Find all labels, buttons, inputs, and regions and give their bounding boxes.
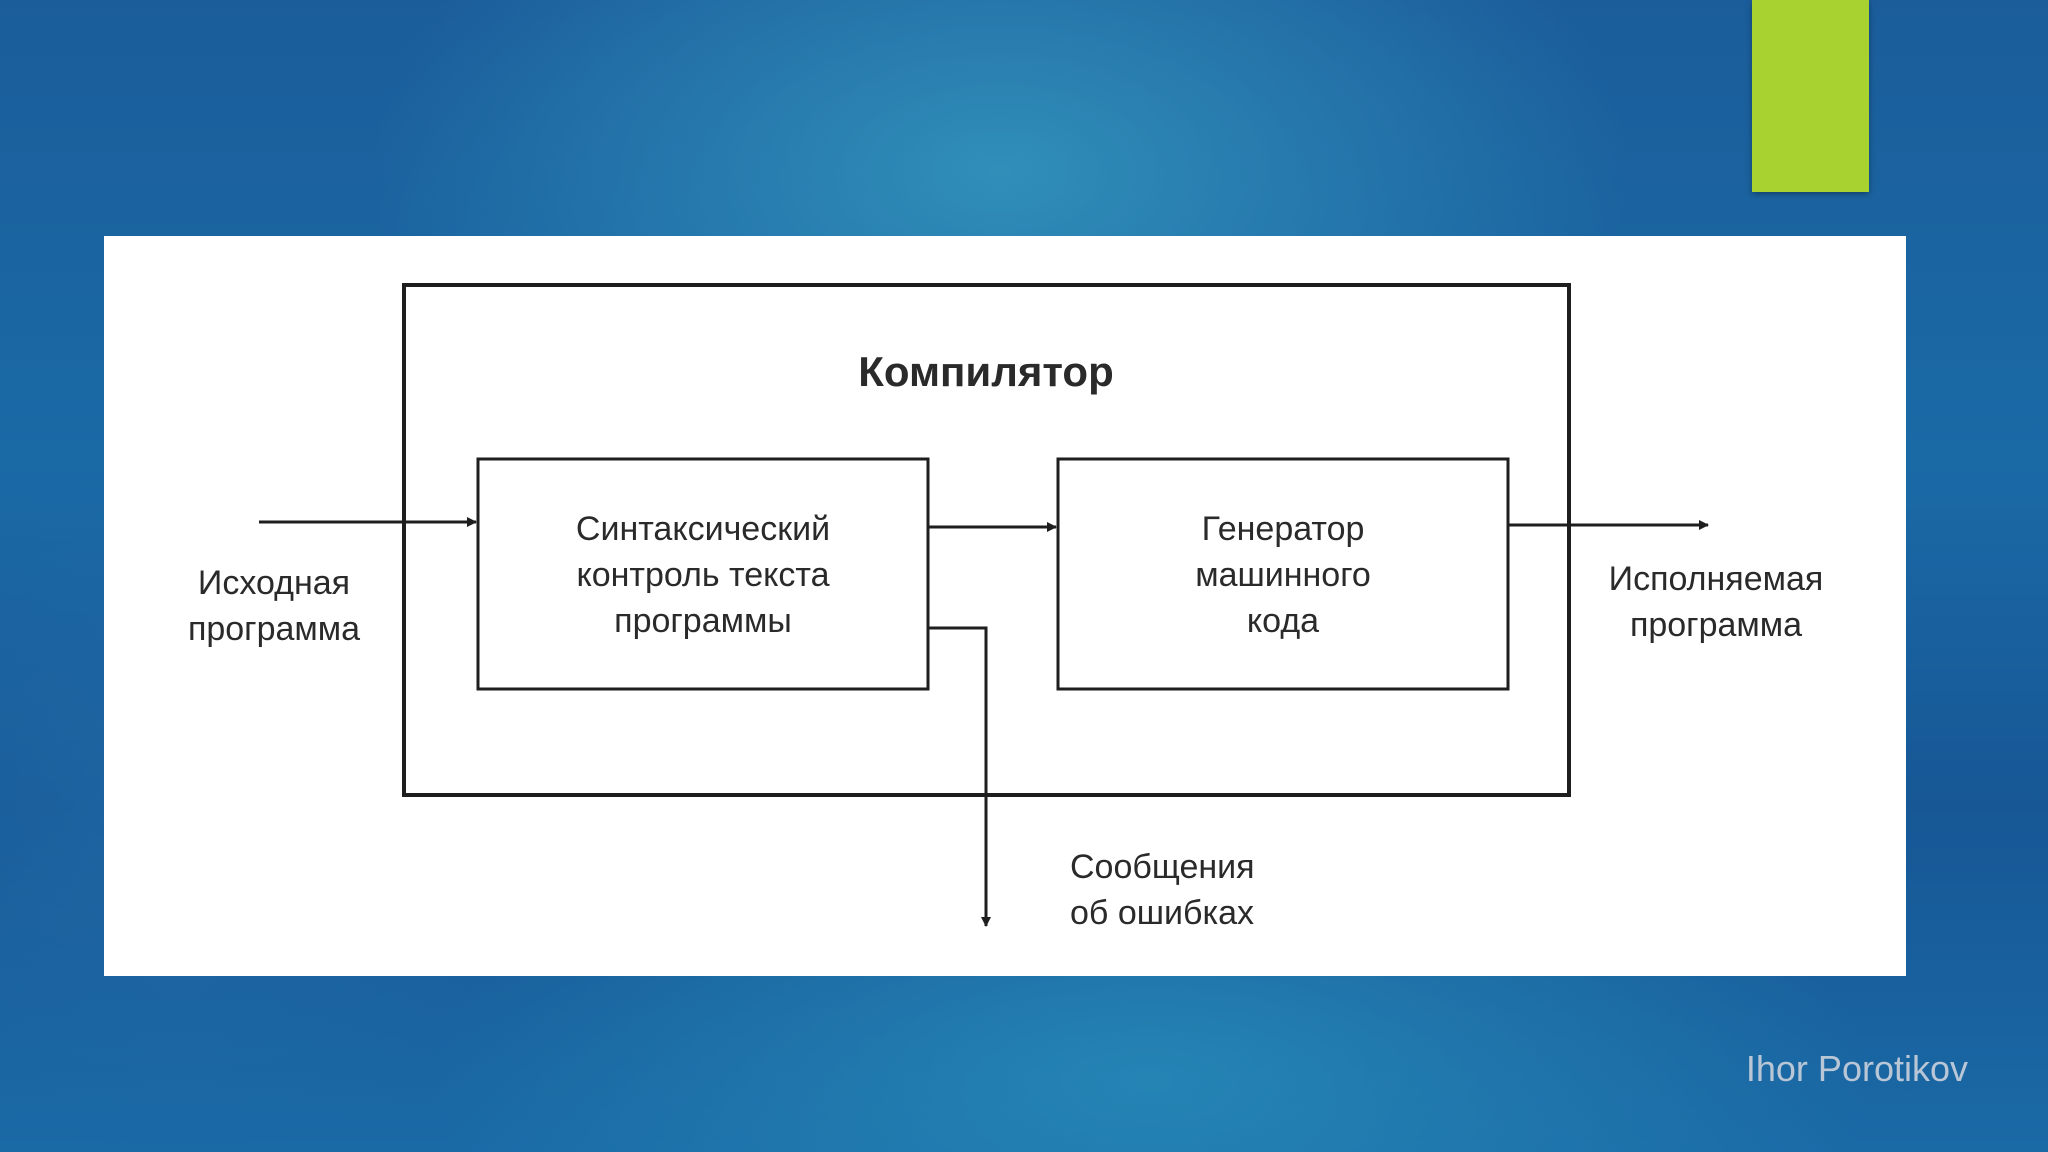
code-generator-box xyxy=(1056,457,1510,691)
output-label-line-1: Исполняемая xyxy=(1609,560,1824,598)
output-label-line-2: программа xyxy=(1630,606,1802,644)
syntax-label-line-3: программы xyxy=(614,602,792,640)
accent-tab xyxy=(1752,0,1869,192)
compiler-diagram: Компилятор Синтаксический контроль текст… xyxy=(188,283,1824,932)
errors-label-line-1: Сообщения xyxy=(1070,848,1255,886)
source-label-line-1: Исходная xyxy=(198,564,350,602)
compiler-diagram-image: Компилятор Синтаксический контроль текст… xyxy=(104,236,1906,976)
author-name: Ihor Porotikov xyxy=(1745,1048,1968,1089)
generator-label-line-3: кода xyxy=(1247,602,1319,640)
syntax-label-line-2: контроль текста xyxy=(576,556,829,594)
source-label-line-2: программа xyxy=(188,610,360,648)
errors-label-line-2: об ошибках xyxy=(1070,894,1254,932)
syntax-label-line-1: Синтаксический xyxy=(576,510,830,548)
syntax-control-box xyxy=(476,457,930,691)
generator-label-line-2: машинного xyxy=(1195,556,1371,594)
compiler-title: Компилятор xyxy=(858,348,1114,395)
error-messages-arrow xyxy=(928,626,991,927)
generator-label-line-1: Генератор xyxy=(1202,510,1365,548)
